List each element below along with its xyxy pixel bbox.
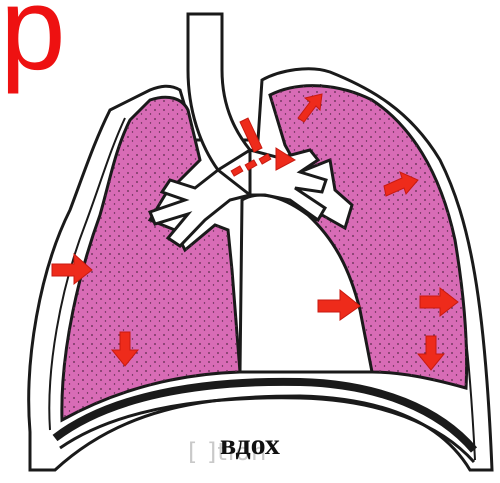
caption-label: вдох (0, 428, 500, 462)
